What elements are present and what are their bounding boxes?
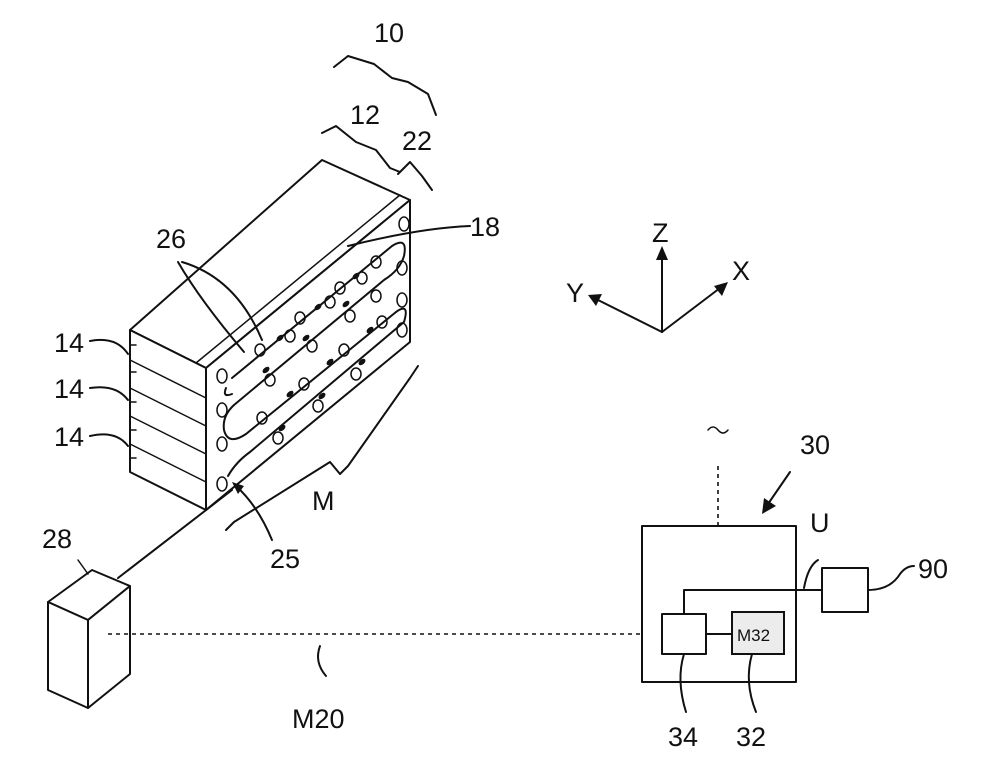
label-M20: M20: [292, 704, 345, 734]
axis-z-arrow: [656, 246, 668, 260]
axis-x-line: [662, 288, 720, 332]
label-32: 32: [736, 722, 766, 752]
label-34: 34: [668, 722, 698, 752]
leader-14a: [90, 340, 128, 354]
leader-30: [768, 472, 790, 504]
axis-label-y: Y: [566, 278, 584, 308]
brace-22: [398, 162, 432, 190]
label-22: 22: [402, 126, 432, 156]
leader-90: [868, 566, 914, 590]
label-14-top: 14: [54, 328, 84, 358]
leader-25: [236, 486, 272, 540]
unit-28: [48, 490, 232, 708]
label-28: 28: [42, 524, 72, 554]
fuel-cell-stack: [130, 160, 410, 510]
label-14-bottom: 14: [54, 422, 84, 452]
axis-label-x: X: [732, 256, 750, 286]
leader-14b: [90, 387, 128, 400]
label-14-middle: 14: [54, 374, 84, 404]
axis-y-line: [598, 300, 662, 332]
axis-x-arrow: [714, 282, 728, 296]
leader-M20: [318, 646, 326, 676]
coordinate-axes: [588, 246, 728, 332]
block-90: [822, 568, 868, 612]
leader-14c: [90, 434, 128, 446]
label-25: 25: [270, 544, 300, 574]
label-30: 30: [800, 430, 830, 460]
label-18: 18: [470, 212, 500, 242]
label-M32: M32: [737, 626, 770, 645]
wire-to-stack: [118, 490, 232, 578]
unit-28-front: [48, 602, 88, 708]
axis-label-z: Z: [652, 218, 669, 248]
label-26: 26: [156, 224, 186, 254]
label-M: M: [312, 486, 335, 516]
label-12: 12: [350, 100, 380, 130]
controller-30: [642, 427, 822, 712]
tilde-mark: [708, 427, 728, 433]
controller-box: [642, 526, 796, 682]
label-10: 10: [374, 18, 404, 48]
arrow-30: [762, 498, 776, 514]
leader-28: [78, 560, 88, 574]
label-90: 90: [918, 554, 948, 584]
label-U: U: [810, 508, 830, 538]
block-34: [662, 614, 706, 654]
leader-U: [804, 560, 818, 588]
